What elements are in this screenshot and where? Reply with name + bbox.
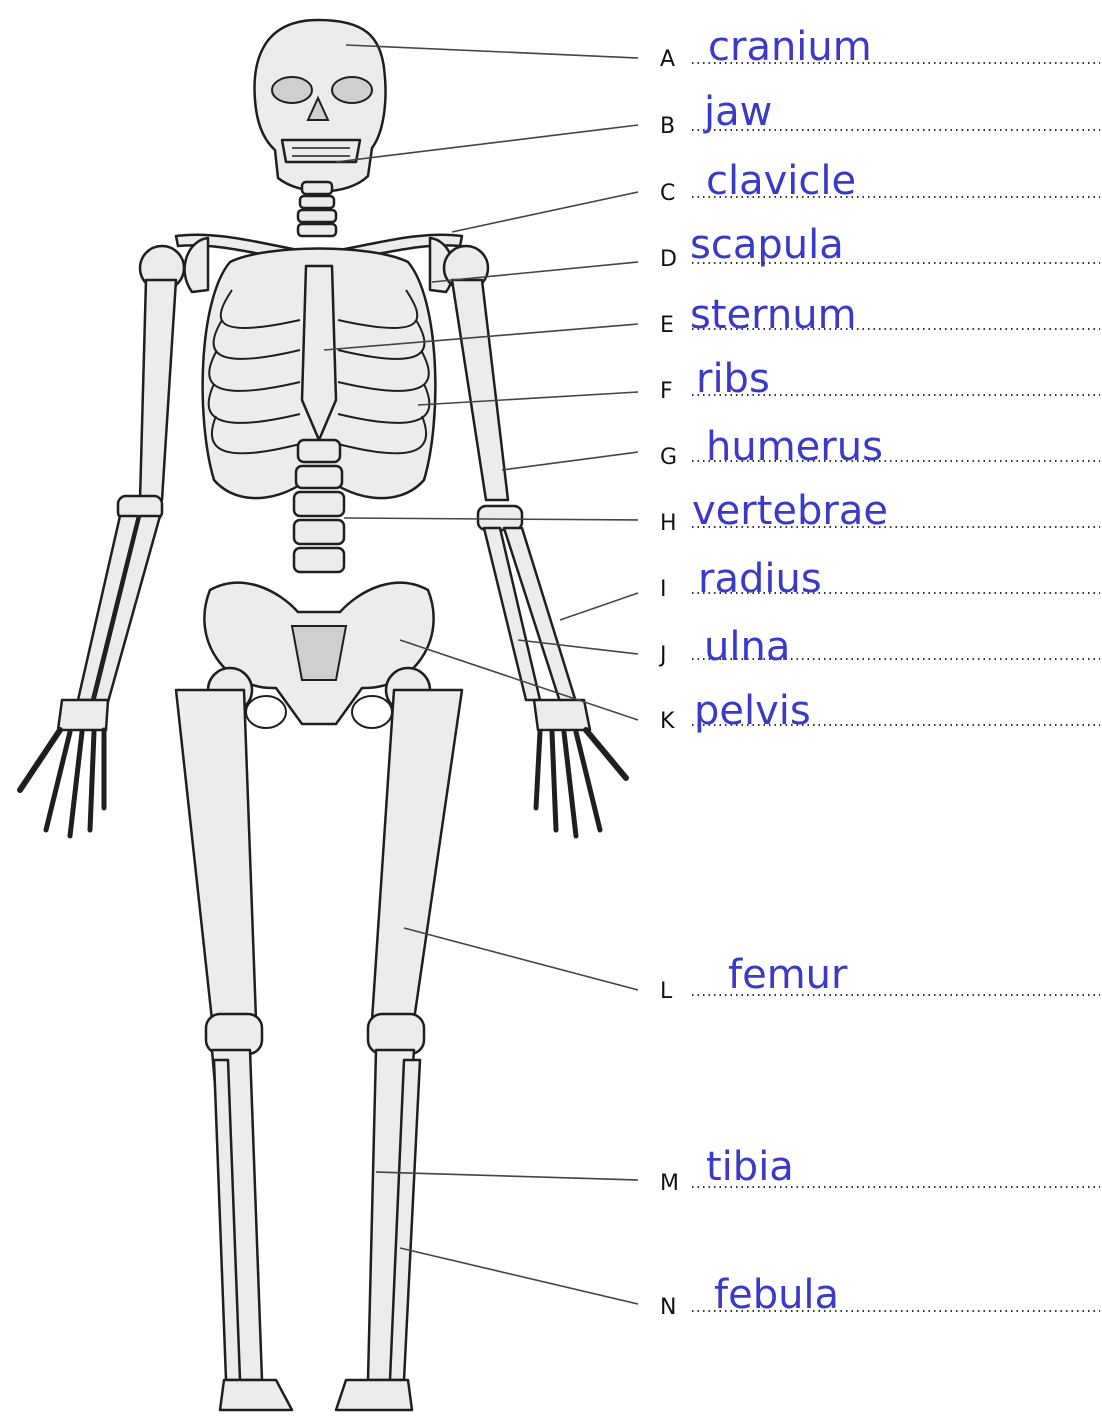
label-row-M: M tibia <box>660 1144 1100 1196</box>
label-row-B: B jaw <box>660 89 1100 139</box>
answer-text: radius <box>698 556 822 602</box>
label-letter: I <box>660 577 667 602</box>
label-letter: F <box>660 379 673 404</box>
answer-text: clavicle <box>706 158 856 204</box>
leader-N <box>400 1248 638 1304</box>
answer-text: jaw <box>703 89 772 135</box>
right-leg <box>176 668 292 1410</box>
left-leg <box>336 668 462 1410</box>
label-letter: G <box>660 445 677 470</box>
label-letter: C <box>660 181 675 206</box>
answer-text: pelvis <box>694 688 811 734</box>
answer-text: femur <box>728 952 848 998</box>
cervical-spine <box>298 182 336 236</box>
answer-text: scapula <box>690 222 844 268</box>
label-letter: E <box>660 313 674 338</box>
label-row-D: D scapula <box>660 222 1100 272</box>
label-row-I: I radius <box>660 556 1100 602</box>
leader-J <box>518 640 638 654</box>
right-arm <box>20 246 184 836</box>
label-row-F: F ribs <box>660 356 1100 404</box>
leader-L <box>404 928 638 990</box>
answer-text: febula <box>714 1272 839 1318</box>
label-row-E: E sternum <box>660 292 1100 338</box>
label-row-A: A cranium <box>660 24 1100 72</box>
label-letter: H <box>660 511 677 536</box>
leader-G <box>502 452 638 470</box>
label-row-H: H vertebrae <box>660 488 1100 536</box>
leader-F <box>418 392 638 405</box>
answer-text: vertebrae <box>692 488 888 534</box>
label-letter: M <box>660 1171 679 1196</box>
label-letter: B <box>660 114 675 139</box>
lumbar-spine <box>294 440 344 572</box>
label-row-N: N febula <box>660 1272 1100 1320</box>
label-letter: K <box>660 709 675 734</box>
label-letter: J <box>658 643 667 668</box>
answer-text: cranium <box>708 24 872 70</box>
answer-text: tibia <box>706 1144 794 1190</box>
label-letter: L <box>660 979 673 1004</box>
label-letter: N <box>660 1295 676 1320</box>
label-letter: A <box>660 47 675 72</box>
answer-text: ribs <box>696 356 770 402</box>
label-row-L: L femur <box>660 952 1100 1004</box>
leader-H <box>344 518 638 520</box>
label-row-J: J ulna <box>658 624 1100 670</box>
leader-A <box>346 45 638 58</box>
label-letter: D <box>660 247 677 272</box>
leader-C <box>452 192 638 232</box>
label-row-K: K pelvis <box>660 688 1100 734</box>
answer-text: ulna <box>704 624 790 670</box>
answer-text: humerus <box>706 424 883 470</box>
label-row-G: G humerus <box>660 424 1100 470</box>
skeleton-illustration <box>20 20 626 1410</box>
leader-I <box>560 593 638 620</box>
left-arm <box>444 246 626 836</box>
label-rows: A cranium B jaw C clavicle D scapula E s… <box>658 24 1100 1320</box>
label-row-C: C clavicle <box>660 158 1100 206</box>
answer-text: sternum <box>690 292 857 338</box>
